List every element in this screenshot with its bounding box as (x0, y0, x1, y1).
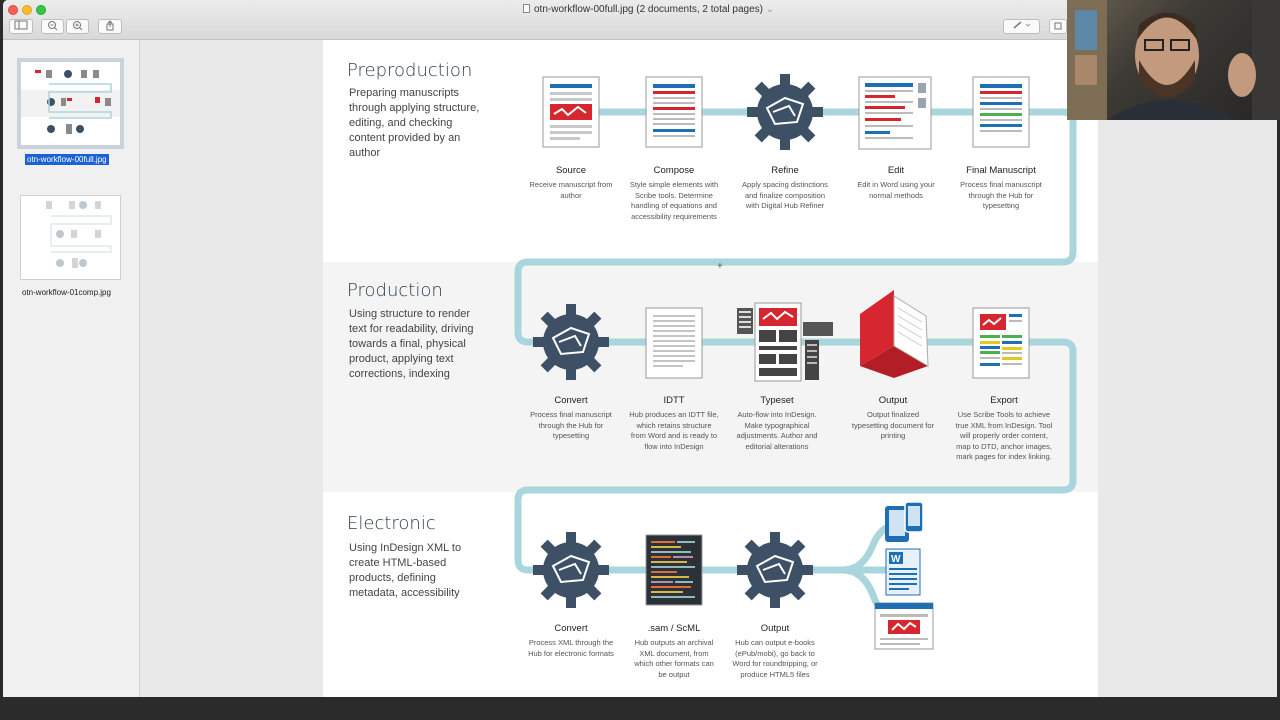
step-desc-typeset: Auto-flow into InDesign. Make typographi… (736, 410, 818, 451)
gear-icon (533, 532, 609, 608)
zoom-window-button[interactable] (36, 5, 46, 15)
thumbnail-label-2[interactable]: otn-workflow-01comp.jpg (22, 288, 111, 297)
devices-icon (885, 501, 924, 542)
close-window-button[interactable] (8, 5, 18, 15)
workflow-page: Preproduction Preparing manuscripts thro… (323, 40, 1098, 697)
step-title-electronic-convert: Convert (554, 623, 588, 634)
production-band (323, 262, 1098, 492)
thumbnail-page-2[interactable] (20, 195, 121, 280)
thumbnail-sidebar: otn-workflow-00full.jpg otn-workflow-01c… (3, 40, 140, 697)
workflow-thumbnail-image (21, 62, 120, 134)
section-description-electronic: Using InDesign XML to create HTML-based … (349, 542, 462, 599)
zoom-out-button[interactable] (41, 19, 64, 34)
document-checkmark-icon (542, 76, 600, 148)
rotate-icon (1054, 22, 1062, 30)
markup-toolbar-button[interactable] (1003, 19, 1040, 34)
zoom-in-icon (72, 21, 82, 31)
section-heading-electronic: Electronic (347, 513, 436, 534)
sidebar-toggle-button[interactable] (9, 19, 33, 34)
section-heading-production: Production (347, 280, 443, 301)
step-desc-edit: Edit in Word using your normal methods (857, 180, 935, 200)
title-chevron-icon[interactable]: ⌄ (765, 4, 775, 15)
styled-document-icon (645, 76, 703, 148)
step-title-scml: .sam / ScML (647, 623, 701, 634)
preview-window: otn-workflow-00full.jpg (2 documents, 2 … (3, 0, 1277, 697)
minimize-window-button[interactable] (22, 5, 32, 15)
zoom-out-icon (47, 21, 57, 31)
code-file-icon (645, 534, 703, 606)
svg-text:W: W (891, 554, 901, 565)
section-heading-preproduction: Preproduction (347, 60, 473, 81)
gear-icon (533, 304, 609, 380)
gear-icon (747, 74, 823, 150)
share-icon (106, 20, 114, 31)
window-title-text: otn-workflow-00full.jpg (2 documents, 2 … (534, 4, 764, 15)
gear-icon (737, 532, 813, 608)
step-desc-source: Receive manuscript from author (529, 180, 613, 200)
step-desc-scml: Hub outputs an archival XML document, fr… (634, 638, 714, 679)
sidebar-icon (14, 20, 28, 30)
window-title: otn-workflow-00full.jpg (2 documents, 2 … (523, 4, 774, 15)
step-desc-export: Use Scribe Tools to achieve true XML fro… (955, 410, 1053, 461)
export-document-icon (972, 307, 1030, 379)
step-desc-idtt: Hub produces an IDTT file, which retains… (629, 410, 719, 451)
final-document-icon (972, 76, 1030, 148)
step-desc-electronic-output: Hub can output e-books (ePub/mobi), go b… (732, 638, 818, 679)
thumbnail-page-1[interactable] (17, 58, 124, 149)
zoom-in-button[interactable] (66, 19, 89, 34)
step-desc-electronic-convert: Process XML through the Hub for electron… (528, 638, 614, 658)
step-title-compose: Compose (653, 165, 695, 176)
share-button[interactable] (98, 19, 122, 34)
book-icon (860, 290, 929, 378)
rotate-button[interactable] (1049, 19, 1067, 34)
layout-pages-icon (737, 302, 833, 382)
section-description-preproduction: Preparing manuscripts through applying s… (349, 87, 480, 159)
thumbnail-label-1[interactable]: otn-workflow-00full.jpg (25, 154, 109, 165)
step-title-source: Source (555, 165, 587, 176)
step-title-final-manuscript: Final Manuscript (966, 165, 1036, 176)
step-title-edit: Edit (887, 165, 905, 176)
word-document-icon: W (885, 548, 921, 596)
step-title-export: Export (990, 395, 1018, 406)
workflow-thumbnail-faded-image (46, 201, 112, 268)
step-desc-output: Output finalized typesetting document fo… (851, 410, 935, 440)
document-canvas[interactable]: Preproduction Preparing manuscripts thro… (141, 40, 1277, 697)
step-title-output: Output (878, 395, 908, 406)
document-icon (523, 4, 530, 13)
webcam-overlay (1067, 0, 1280, 120)
step-title-electronic-output: Output (760, 623, 790, 634)
step-desc-compose: Style simple elements with Scribe tools.… (629, 180, 719, 221)
web-page-icon (874, 602, 934, 650)
step-desc-refine: Apply spacing distinctions and finalize … (742, 180, 828, 210)
step-desc-final-manuscript: Process final manuscript through the Hub… (960, 180, 1042, 210)
pen-markup-icon (1013, 21, 1030, 29)
step-title-typeset: Typeset (760, 395, 794, 406)
step-title-idtt: IDTT (663, 395, 685, 406)
title-bar: otn-workflow-00full.jpg (2 documents, 2 … (3, 0, 1277, 40)
cursor-crosshair-icon: + (717, 261, 723, 272)
webcam-presenter-image (1067, 0, 1280, 120)
section-description-production: Using structure to render text for reada… (349, 308, 474, 380)
step-desc-convert: Process final manuscript through the Hub… (530, 410, 612, 440)
step-title-refine: Refine (771, 165, 799, 176)
step-title-convert: Convert (554, 395, 588, 406)
text-file-icon (645, 307, 703, 379)
edit-document-icon (858, 76, 932, 150)
